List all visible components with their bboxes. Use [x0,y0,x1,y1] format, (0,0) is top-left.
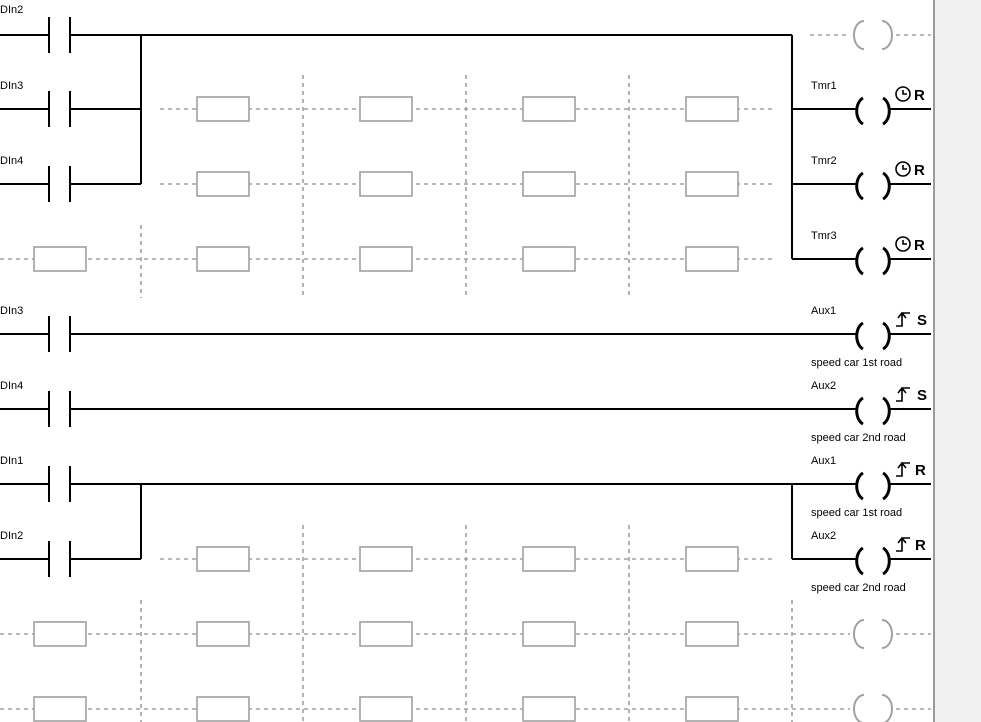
coil-suffix: R [914,87,925,104]
coil-timer-reset[interactable] [855,246,891,276]
rising-edge-icon [896,536,910,552]
empty-element-slot[interactable] [685,96,739,122]
contact-din4[interactable] [48,166,71,202]
coil-comment: speed car 2nd road [811,582,906,594]
coil-label: Tmr1 [811,80,837,92]
coil-label: Aux1 [811,455,836,467]
coil-comment: speed car 2nd road [811,432,906,444]
empty-element-slot[interactable] [359,696,413,722]
contact-din4[interactable] [48,391,71,427]
contact-din1[interactable] [48,466,71,502]
empty-element-slot[interactable] [359,546,413,572]
empty-element-slot[interactable] [685,171,739,197]
coil-comment: speed car 1st road [811,357,902,369]
empty-element-slot[interactable] [522,171,576,197]
empty-coil-slot[interactable] [810,20,931,50]
coil-label: Aux2 [811,530,836,542]
contact-din3[interactable] [48,316,71,352]
contact-label: DIn4 [0,155,23,167]
empty-element-slot[interactable] [522,246,576,272]
empty-element-slot[interactable] [359,621,413,647]
clock-icon [895,86,911,102]
empty-element-slot[interactable] [196,246,250,272]
contact-label: DIn2 [0,530,23,542]
empty-element-slot[interactable] [359,171,413,197]
rising-edge-icon [896,311,910,327]
contact-din2[interactable] [48,17,71,53]
contact-label: DIn2 [0,4,23,16]
coil-suffix: R [915,462,926,479]
empty-element-slot[interactable] [33,621,87,647]
coil-suffix: S [917,312,927,329]
coil-suffix: R [914,237,925,254]
contact-label: DIn3 [0,80,23,92]
coil-suffix: R [915,537,926,554]
empty-element-slot[interactable] [196,171,250,197]
empty-element-slot[interactable] [196,696,250,722]
clock-icon [895,236,911,252]
coil-timer-reset[interactable] [855,96,891,126]
contact-label: DIn1 [0,455,23,467]
coil-edge-reset[interactable] [855,471,891,501]
empty-element-slot[interactable] [196,621,250,647]
empty-coil-slot[interactable] [853,694,893,722]
empty-element-slot[interactable] [196,96,250,122]
empty-element-slot[interactable] [33,246,87,272]
coil-label: Aux2 [811,380,836,392]
empty-element-slot[interactable] [522,696,576,722]
coil-label: Tmr3 [811,230,837,242]
contact-label: DIn3 [0,305,23,317]
empty-element-slot[interactable] [522,96,576,122]
contact-label: DIn4 [0,380,23,392]
empty-element-slot[interactable] [522,546,576,572]
coil-timer-reset[interactable] [855,171,891,201]
placeholder-grid [0,20,931,722]
empty-element-slot[interactable] [196,546,250,572]
empty-coil-slot[interactable] [853,619,893,649]
clock-icon [895,161,911,177]
rising-edge-icon [896,461,910,477]
contact-din2[interactable] [48,541,71,577]
coil-edge-reset[interactable] [855,546,891,576]
empty-element-slot[interactable] [522,621,576,647]
empty-element-slot[interactable] [359,96,413,122]
empty-element-slot[interactable] [685,696,739,722]
coil-comment: speed car 1st road [811,507,902,519]
empty-element-slot[interactable] [359,246,413,272]
coil-edge-set[interactable] [855,396,891,426]
coil-suffix: R [914,162,925,179]
empty-element-slot[interactable] [33,696,87,722]
active-wiring [0,17,931,577]
empty-element-slot[interactable] [685,546,739,572]
contact-din3[interactable] [48,91,71,127]
coil-label: Tmr2 [811,155,837,167]
coil-suffix: S [917,387,927,404]
empty-element-slot[interactable] [685,246,739,272]
rising-edge-icon [896,386,910,402]
empty-element-slot[interactable] [685,621,739,647]
coil-label: Aux1 [811,305,836,317]
coil-edge-set[interactable] [855,321,891,351]
right-side-panel [933,0,981,722]
